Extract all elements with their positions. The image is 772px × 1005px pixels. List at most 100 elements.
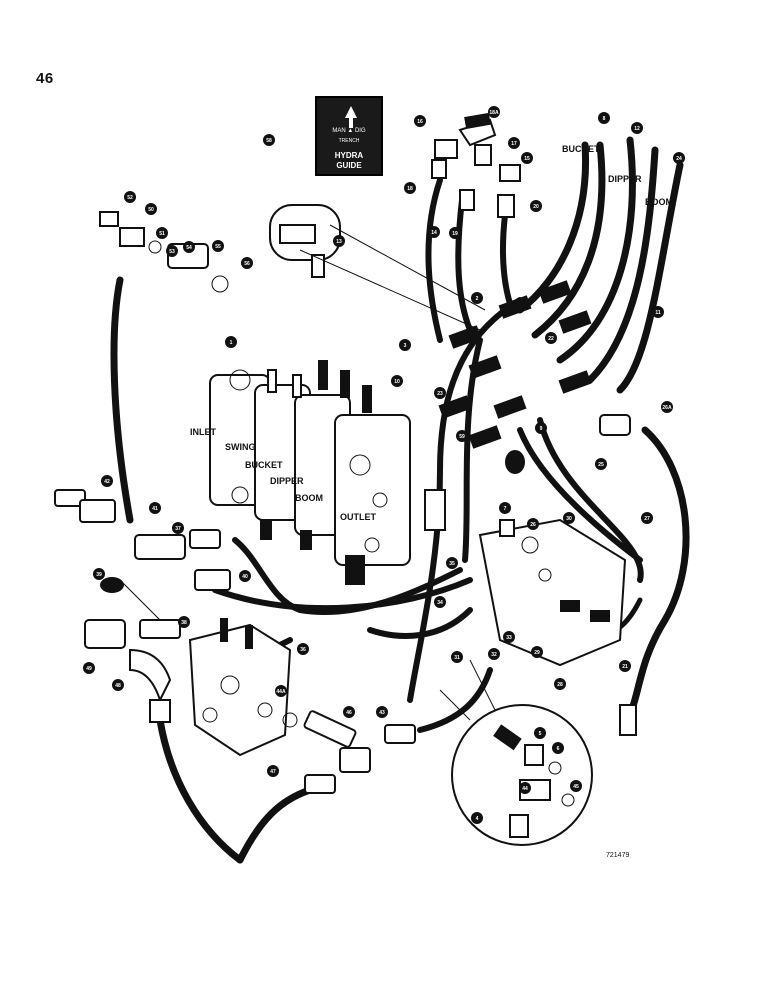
callout-number: 30 (566, 516, 572, 522)
callout-number: 37 (175, 526, 181, 532)
callout-number: 36 (300, 647, 306, 653)
fitting-cluster (438, 280, 592, 474)
callout-number: 5 (539, 731, 542, 737)
callout-marker (212, 240, 224, 252)
callout-marker (145, 203, 157, 215)
figure-id: 721479 (606, 852, 630, 859)
callout-marker (124, 191, 136, 203)
callout-number: 41 (152, 506, 158, 512)
callout-43: 43 (376, 706, 388, 718)
callout-number: 24 (676, 156, 682, 162)
callout-number: 59 (459, 434, 465, 440)
callout-number: 9 (540, 426, 543, 432)
callout-number: 42 (104, 479, 110, 485)
callout-marker (673, 152, 685, 164)
top-fittings (431, 112, 521, 218)
callout-marker (563, 512, 575, 524)
callout-32: 32 (488, 648, 500, 660)
callout-number: 14 (431, 230, 437, 236)
callout-6: 6 (552, 742, 564, 754)
hose-label-dipper: DIPPER (608, 174, 642, 184)
callout-number: 58 (266, 138, 272, 144)
callout-marker (434, 596, 446, 608)
page-number: 46 (36, 70, 54, 87)
callout-number: 44 (522, 786, 528, 792)
callout-number: 47 (270, 769, 276, 775)
label-boom: BOOM (295, 493, 323, 503)
callout-1: 1 (225, 336, 237, 348)
callouts: 1234567891011121314151617181920212223242… (83, 106, 685, 824)
callout-number: 28 (557, 682, 563, 688)
callout-number: 33 (506, 635, 512, 641)
callout-marker (333, 235, 345, 247)
callout-number: 32 (491, 652, 497, 658)
callout-number: 18A (489, 110, 499, 116)
callout-14: 14 (428, 226, 440, 238)
callout-number: 20 (533, 204, 539, 210)
callout-number: 34 (437, 600, 443, 606)
callout-marker (598, 112, 610, 124)
callout-30: 30 (563, 512, 575, 524)
callout-marker (631, 122, 643, 134)
callout-number: 52 (127, 195, 133, 201)
callout-40: 40 (239, 570, 251, 582)
callout-45: 45 (570, 780, 582, 792)
callout-29: 29 (531, 646, 543, 658)
callout-41: 41 (149, 502, 161, 514)
callout-marker (488, 106, 500, 118)
callout-3: 3 (399, 339, 411, 351)
callout-marker (178, 616, 190, 628)
callout-marker (225, 336, 237, 348)
callout-marker (449, 227, 461, 239)
callout-number: 27 (644, 516, 650, 522)
callout-number: 40 (242, 574, 248, 580)
callout-number: 12 (634, 126, 640, 132)
callout-number: 8 (603, 116, 606, 122)
callout-marker (275, 685, 287, 697)
callout-marker (471, 812, 483, 824)
callout-marker (172, 522, 184, 534)
callout-marker (434, 387, 446, 399)
callout-number: 35 (449, 561, 455, 567)
callout-8: 8 (598, 112, 610, 124)
callout-marker (156, 227, 168, 239)
callout-54: 54 (183, 241, 195, 253)
callout-56: 56 (241, 257, 253, 269)
callout-marker (149, 502, 161, 514)
callout-36: 36 (297, 643, 309, 655)
callout-49: 49 (83, 662, 95, 674)
logo-line-3: HYDRA (334, 151, 364, 160)
callout-number: 53 (169, 249, 175, 255)
hose-label-boom: BOOM (645, 197, 673, 207)
arrow-stem (349, 118, 353, 128)
callout-marker (183, 241, 195, 253)
callout-marker (554, 678, 566, 690)
callout-9: 9 (535, 422, 547, 434)
callout-19: 19 (449, 227, 461, 239)
callout-number: 44A (276, 689, 286, 695)
callout-marker (503, 631, 515, 643)
callout-47: 47 (267, 765, 279, 777)
callout-marker (267, 765, 279, 777)
callout-number: 23 (437, 391, 443, 397)
callout-marker (499, 502, 511, 514)
callout-number: 48 (115, 683, 121, 689)
callout-58: 58 (263, 134, 275, 146)
callout-marker (428, 226, 440, 238)
callout-number: 3 (404, 343, 407, 349)
port-labels: INLET SWING BUCKET DIPPER BOOM OUTLET BU… (190, 144, 673, 522)
label-swing: SWING (225, 442, 256, 452)
callout-23: 23 (434, 387, 446, 399)
callout-number: 6 (557, 746, 560, 752)
callout-number: 51 (159, 231, 165, 237)
callout-25: 25 (595, 458, 607, 470)
callout-marker (535, 422, 547, 434)
callout-number: 1 (230, 340, 233, 346)
callout-marker (404, 182, 416, 194)
callout-37: 37 (172, 522, 184, 534)
callout-number: 31 (454, 655, 460, 661)
callout-marker (399, 339, 411, 351)
callout-marker (530, 200, 542, 212)
callout-34: 34 (434, 596, 446, 608)
